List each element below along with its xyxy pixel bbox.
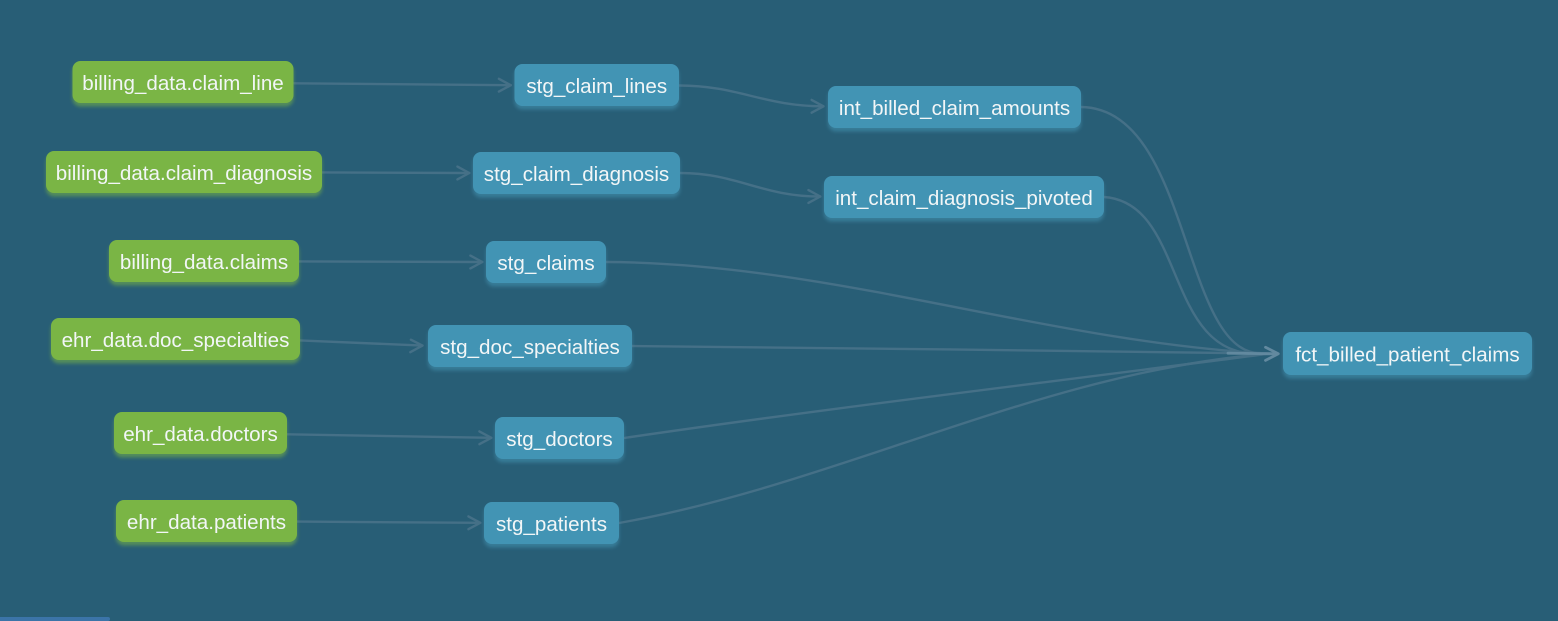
svg-text:stg_claim_diagnosis: stg_claim_diagnosis (484, 163, 669, 186)
svg-text:stg_doc_specialties: stg_doc_specialties (440, 336, 620, 359)
svg-text:stg_claim_lines: stg_claim_lines (526, 75, 667, 98)
svg-text:ehr_data.doc_specialties: ehr_data.doc_specialties (62, 329, 290, 352)
svg-text:stg_doctors: stg_doctors (506, 428, 612, 451)
svg-text:ehr_data.doctors: ehr_data.doctors (123, 423, 278, 446)
svg-text:int_billed_claim_amounts: int_billed_claim_amounts (839, 97, 1070, 120)
svg-text:int_claim_diagnosis_pivoted: int_claim_diagnosis_pivoted (835, 187, 1093, 210)
svg-text:fct_billed_patient_claims: fct_billed_patient_claims (1295, 344, 1519, 367)
svg-text:billing_data.claim_diagnosis: billing_data.claim_diagnosis (56, 162, 312, 185)
svg-text:billing_data.claims: billing_data.claims (120, 251, 288, 274)
svg-text:stg_patients: stg_patients (496, 513, 607, 536)
svg-text:stg_claims: stg_claims (497, 252, 594, 275)
svg-text:billing_data.claim_line: billing_data.claim_line (82, 72, 283, 95)
svg-text:ehr_data.patients: ehr_data.patients (127, 511, 286, 534)
